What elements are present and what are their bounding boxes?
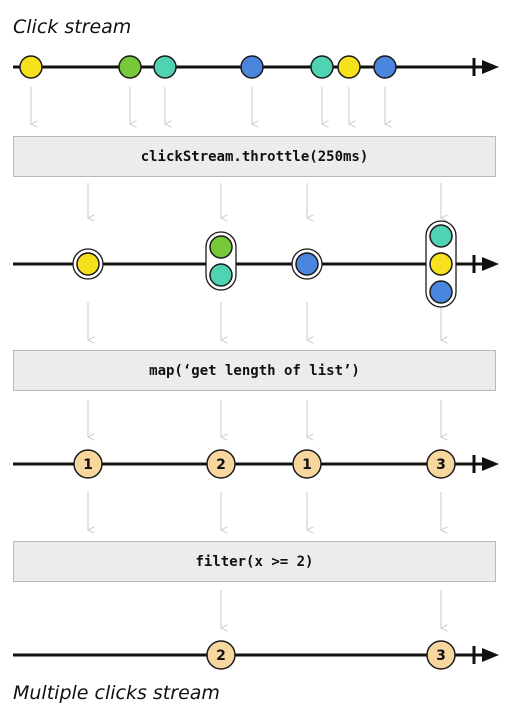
multiple-clicks-stream-title: Multiple clicks stream — [13, 682, 220, 704]
throttled-group — [205, 231, 237, 291]
number-marble-label: 3 — [436, 648, 446, 664]
click-stream-title: Click stream — [13, 16, 132, 38]
blue-click-marble — [429, 280, 453, 304]
throttled-group — [425, 220, 457, 308]
blue-click-marble — [240, 55, 264, 79]
throttled-group — [291, 248, 323, 280]
yellow-click-marble — [76, 252, 100, 276]
yellow-click-marble — [429, 252, 453, 276]
number-marble-label: 1 — [83, 457, 93, 473]
timeline-arrowhead — [482, 257, 499, 271]
map-operator-box: map(‘get length of list’) — [13, 350, 496, 391]
timeline-arrowhead — [482, 648, 499, 662]
green-click-marble — [118, 55, 142, 79]
filtered-value-marble: 3 — [426, 640, 456, 670]
number-marble-circle — [206, 640, 236, 670]
teal-click-marble — [209, 263, 233, 287]
number-marble-label: 2 — [216, 457, 226, 473]
number-marble-label: 3 — [436, 457, 446, 473]
throttle-operator-box: clickStream.throttle(250ms) — [13, 136, 496, 177]
number-marble-label: 1 — [302, 457, 312, 473]
mapped-value-marble: 3 — [426, 449, 456, 479]
number-marble-circle — [426, 449, 456, 479]
teal-click-marble — [310, 55, 334, 79]
filtered-stream-timeline — [13, 646, 499, 664]
timeline-arrowhead — [482, 457, 499, 471]
blue-click-marble — [373, 55, 397, 79]
number-marble-circle — [426, 640, 456, 670]
throttled-group — [72, 248, 104, 280]
mapped-value-marble: 1 — [292, 449, 322, 479]
teal-click-marble — [153, 55, 177, 79]
filter-operator-box: filter(x >= 2) — [13, 541, 496, 582]
number-marble-circle — [206, 449, 236, 479]
green-click-marble — [209, 235, 233, 259]
yellow-click-marble — [19, 55, 43, 79]
filtered-value-marble: 2 — [206, 640, 236, 670]
mapped-value-marble: 1 — [73, 449, 103, 479]
number-marble-circle — [73, 449, 103, 479]
teal-click-marble — [429, 224, 453, 248]
number-marble-label: 2 — [216, 648, 226, 664]
number-marble-circle — [292, 449, 322, 479]
mapped-value-marble: 2 — [206, 449, 236, 479]
yellow-click-marble — [337, 55, 361, 79]
timeline-arrowhead — [482, 60, 499, 74]
blue-click-marble — [295, 252, 319, 276]
